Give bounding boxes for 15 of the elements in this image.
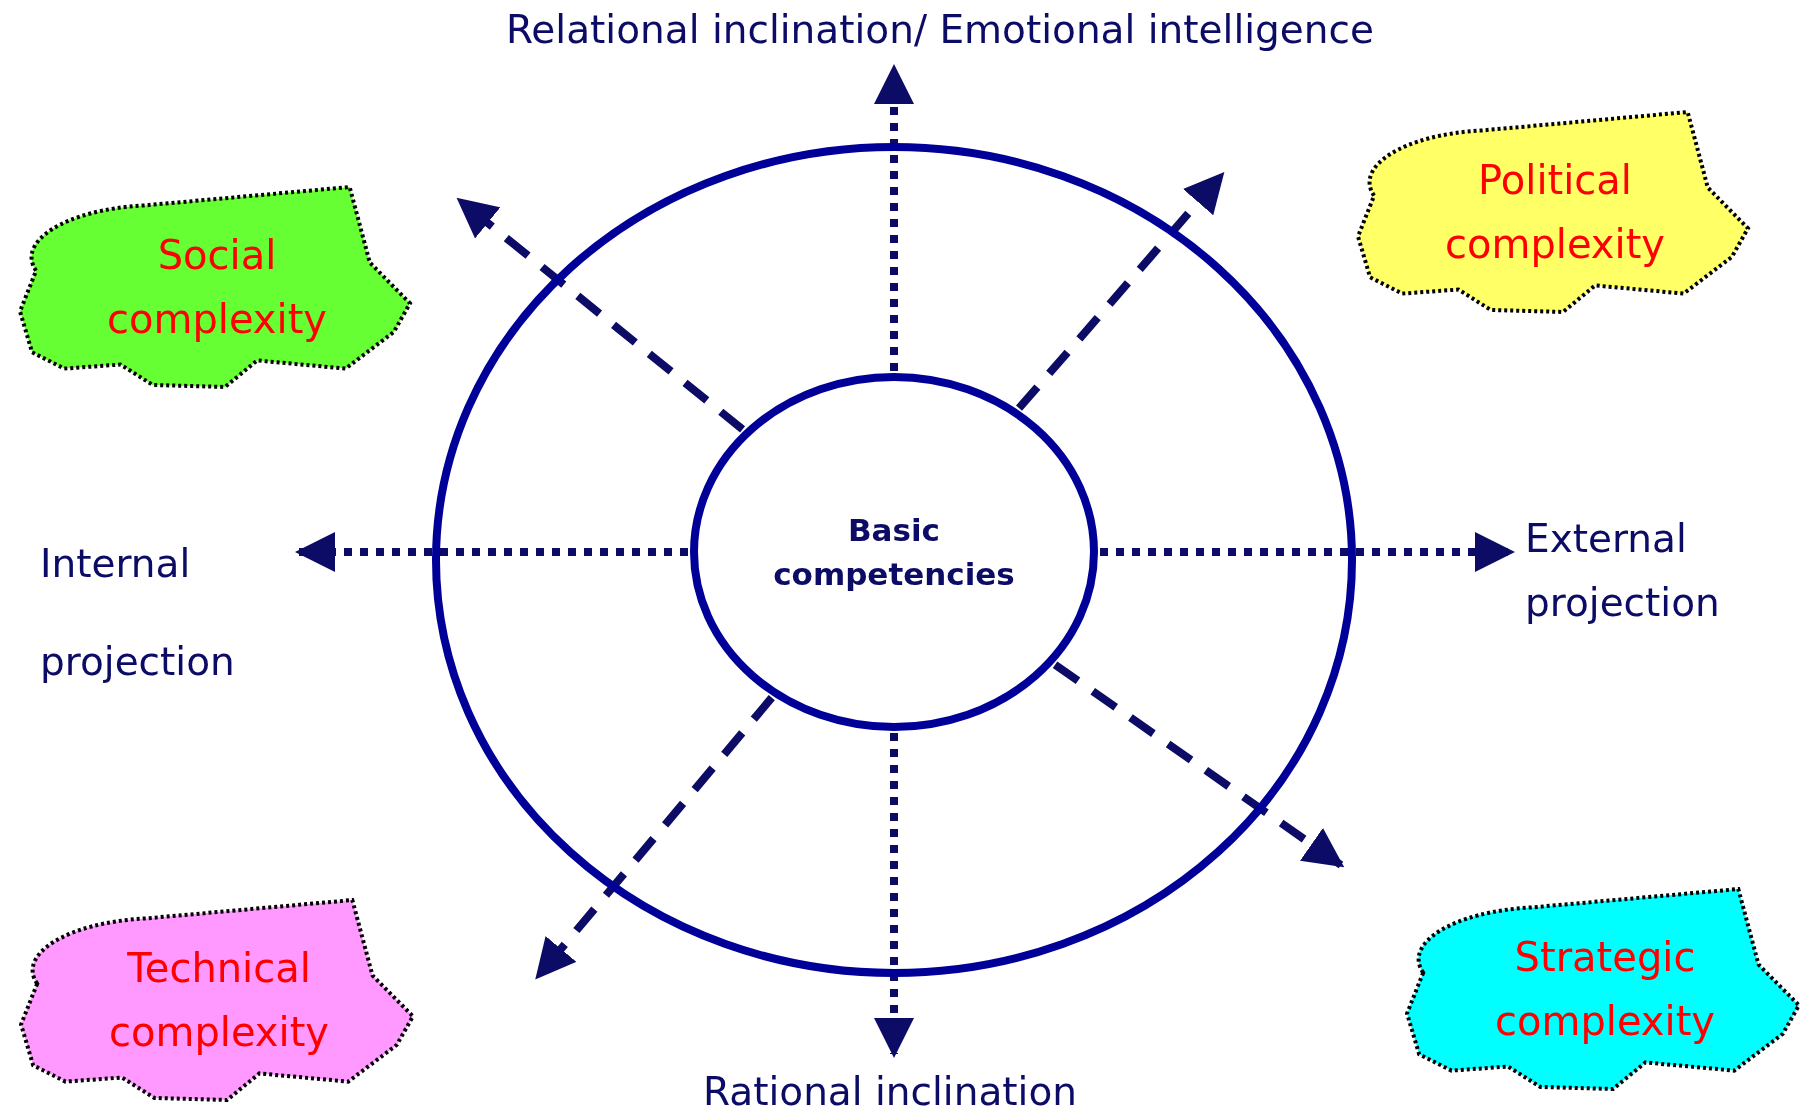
axis-label: Relational inclination/ Emotional intelligence	[380, 6, 1500, 54]
arrow	[1016, 171, 1225, 411]
complexity-label: Technical complexity	[108, 944, 330, 1057]
ring-ellipse	[432, 143, 1356, 977]
complexity-label: Political complexity	[1444, 156, 1666, 269]
arrow	[1052, 661, 1345, 869]
axis-label: Rational inclination	[600, 1068, 1180, 1116]
complexity-label: Strategic complexity	[1494, 933, 1716, 1046]
axis-label: Internal projection	[40, 515, 285, 711]
arrow	[456, 197, 746, 433]
core-ellipse	[690, 373, 1098, 731]
complexity-label: Social complexity	[106, 231, 328, 344]
arrow	[534, 695, 775, 980]
axis-label: External projection	[1525, 507, 1775, 635]
core-label: Basic competencies	[772, 511, 1016, 594]
